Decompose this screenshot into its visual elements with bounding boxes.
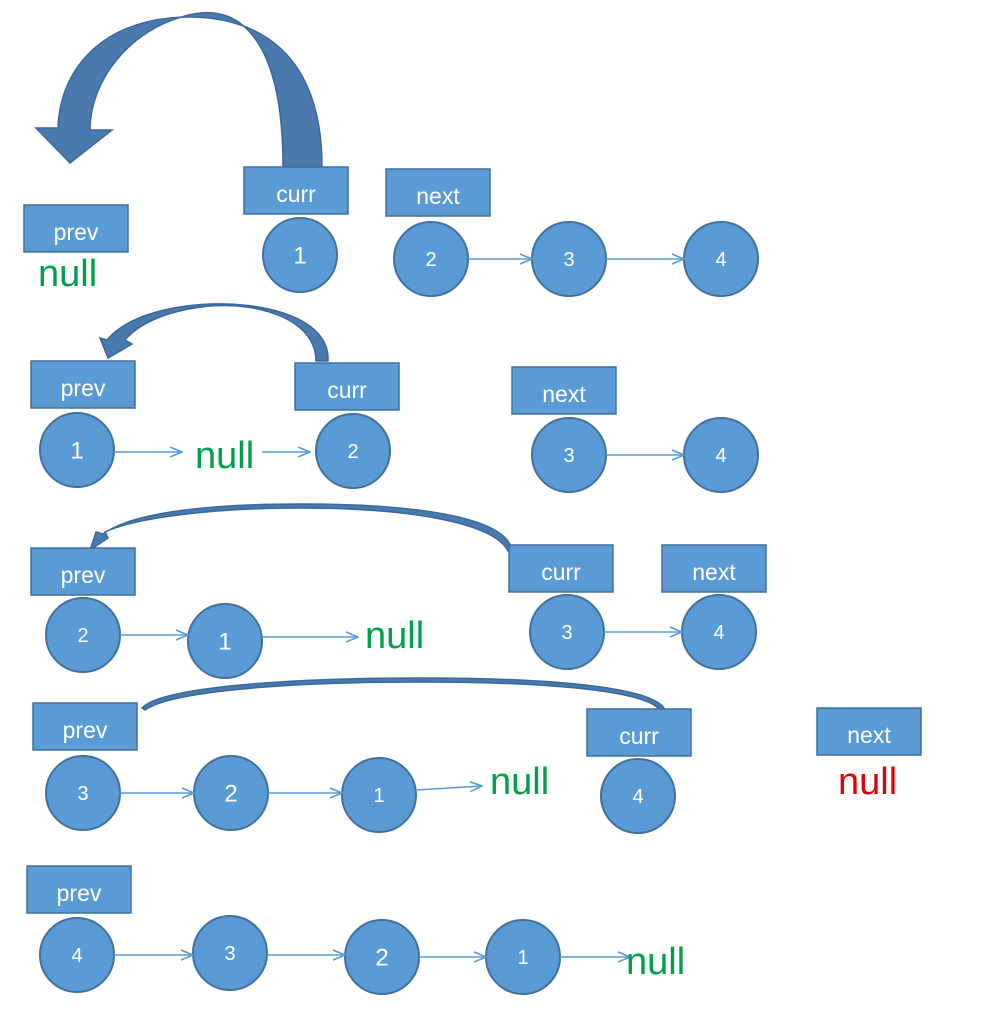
node-value: 4 [713, 622, 724, 644]
list-node: 4 [683, 221, 759, 297]
list-node: 1 [39, 412, 115, 488]
node-value: 1 [70, 438, 83, 465]
node-value: 1 [517, 947, 528, 969]
list-node: 2 [344, 919, 420, 995]
prev-label: prev [54, 219, 99, 245]
curr-box: curr [586, 708, 692, 757]
node-value: 4 [715, 249, 726, 271]
list-node: 1 [262, 217, 338, 293]
null-text: null [195, 435, 254, 477]
list-node: 2 [315, 413, 391, 489]
list-node: 4 [681, 594, 757, 670]
node-value: 4 [632, 786, 643, 808]
list-node: 3 [531, 417, 607, 493]
next-label: next [542, 381, 586, 407]
curr-label: curr [327, 377, 367, 403]
node-value: 3 [77, 783, 88, 805]
prev-label: prev [57, 880, 102, 906]
curr-box: curr [294, 362, 400, 411]
node-value: 1 [218, 629, 231, 656]
prev-label: prev [61, 562, 106, 588]
list-node: 3 [529, 594, 605, 670]
null-text: null [490, 761, 549, 803]
node-value: 3 [563, 445, 574, 467]
null-text: null [365, 615, 424, 657]
prev-box: prev [23, 204, 129, 253]
list-node: 4 [683, 417, 759, 493]
next-box: next [385, 168, 491, 217]
curr-label: curr [276, 181, 316, 207]
prev-box: prev [32, 702, 138, 751]
prev-box: prev [30, 360, 136, 409]
node-value: 2 [347, 441, 358, 463]
pointer-move-arrow [140, 677, 666, 711]
node-value: 2 [375, 945, 388, 972]
list-node: 2 [193, 755, 269, 831]
node-value: 2 [77, 625, 88, 647]
null-text: null [838, 761, 897, 803]
node-value: 3 [563, 249, 574, 271]
next-label: next [847, 722, 891, 748]
curr-label: curr [619, 723, 659, 749]
node-value: 4 [71, 945, 82, 967]
next-box: next [511, 366, 617, 415]
node-value: 3 [224, 943, 235, 965]
null-text: null [38, 253, 97, 295]
next-label: next [692, 559, 736, 585]
list-node: 3 [192, 915, 268, 991]
pointer-move-arrow [98, 303, 329, 362]
list-node: 3 [45, 755, 121, 831]
node-value: 3 [561, 622, 572, 644]
prev-label: prev [63, 717, 108, 743]
curr-box: curr [508, 544, 614, 593]
prev-label: prev [61, 375, 106, 401]
curr-label: curr [541, 559, 581, 585]
list-node: 1 [485, 919, 561, 995]
node-value: 1 [373, 785, 384, 807]
list-node: 1 [187, 603, 263, 679]
list-node: 4 [39, 917, 115, 993]
node-value: 2 [224, 781, 237, 808]
list-node: 2 [45, 597, 121, 673]
list-node: 3 [531, 221, 607, 297]
list-node: 4 [600, 758, 676, 834]
node-value: 2 [425, 249, 436, 271]
prev-box: prev [26, 865, 132, 914]
list-node: 1 [341, 757, 417, 833]
pointer-move-arrow [88, 503, 513, 552]
next-box: next [661, 544, 767, 593]
curr-box: curr [243, 166, 349, 215]
next-box: next [816, 707, 922, 756]
next-label: next [416, 183, 460, 209]
list-node: 2 [393, 221, 469, 297]
node-value: 1 [293, 243, 306, 270]
null-text: null [626, 941, 685, 983]
node-value: 4 [715, 445, 726, 467]
prev-box: prev [30, 547, 136, 596]
pointer-move-arrow [34, 11, 323, 168]
next-pointer-arrow [415, 786, 482, 790]
